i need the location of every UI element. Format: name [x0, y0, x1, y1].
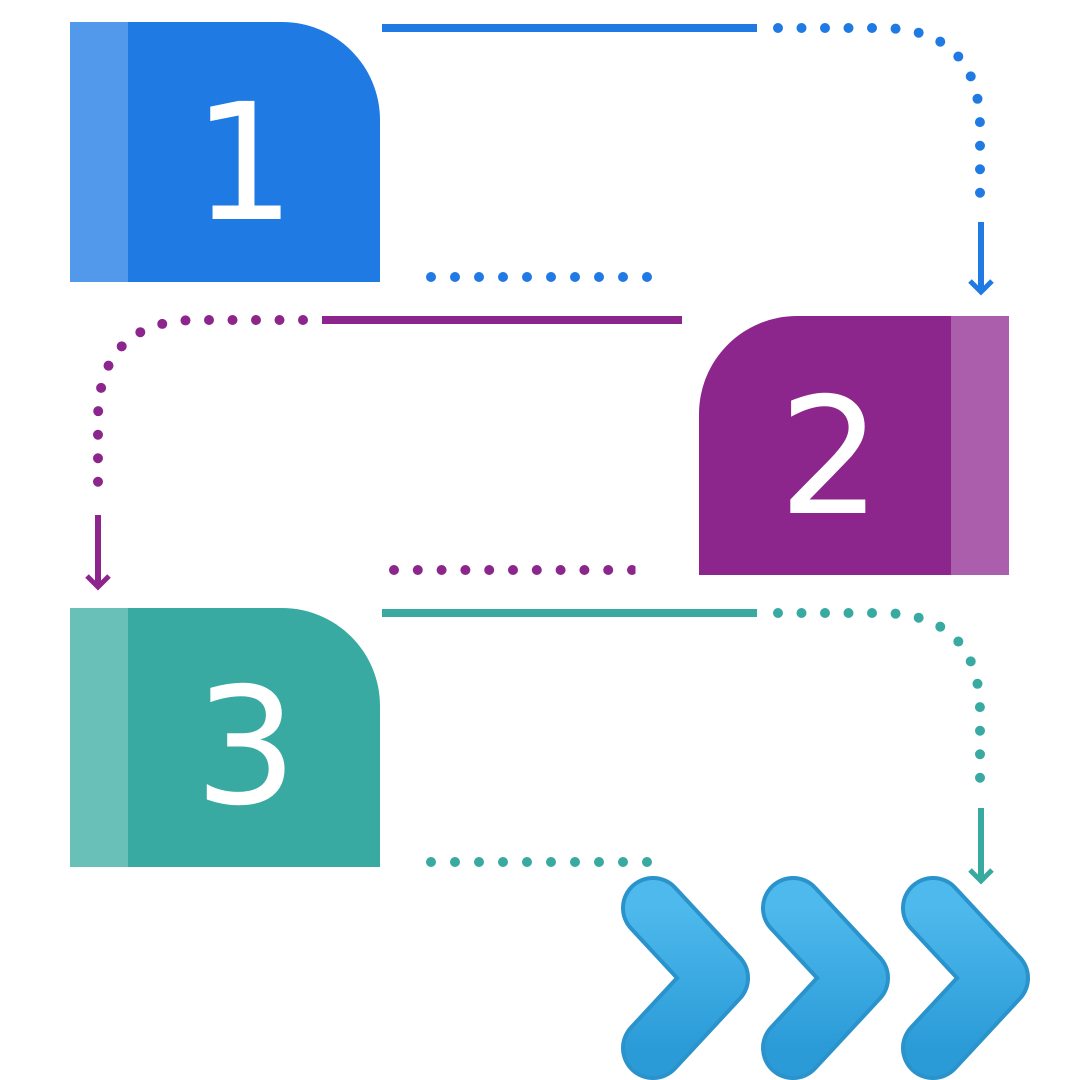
connector-2-3	[85, 315, 682, 591]
step-3-card: 3	[70, 608, 380, 867]
connector-1-2	[382, 23, 994, 296]
chevron-right-icon	[621, 876, 750, 1080]
step-1-card: 1	[70, 22, 380, 282]
step-2-stripe	[951, 316, 1009, 575]
step-1-body	[70, 22, 380, 282]
step-3-body	[70, 608, 380, 867]
connector-3-end	[382, 608, 994, 885]
connector-1-2-dots	[773, 23, 985, 210]
chevron-right-icon	[901, 876, 1030, 1080]
connector-2-3-dots	[93, 315, 308, 498]
step-2-number: 2	[778, 364, 881, 552]
step-1-number: 1	[192, 70, 295, 258]
connector-3-end-dots	[773, 608, 985, 791]
step-3-stripe	[70, 608, 128, 867]
chevron-right-icon	[761, 876, 890, 1080]
down-arrow-icon	[968, 868, 994, 885]
down-arrow-icon	[85, 574, 111, 591]
forward-arrows	[621, 876, 1030, 1080]
step-1-stripe	[70, 22, 128, 282]
step-2-card: 2	[699, 316, 1009, 575]
step-2-body	[699, 316, 1009, 575]
step-3-number: 3	[194, 654, 297, 842]
down-arrow-icon	[968, 279, 994, 296]
